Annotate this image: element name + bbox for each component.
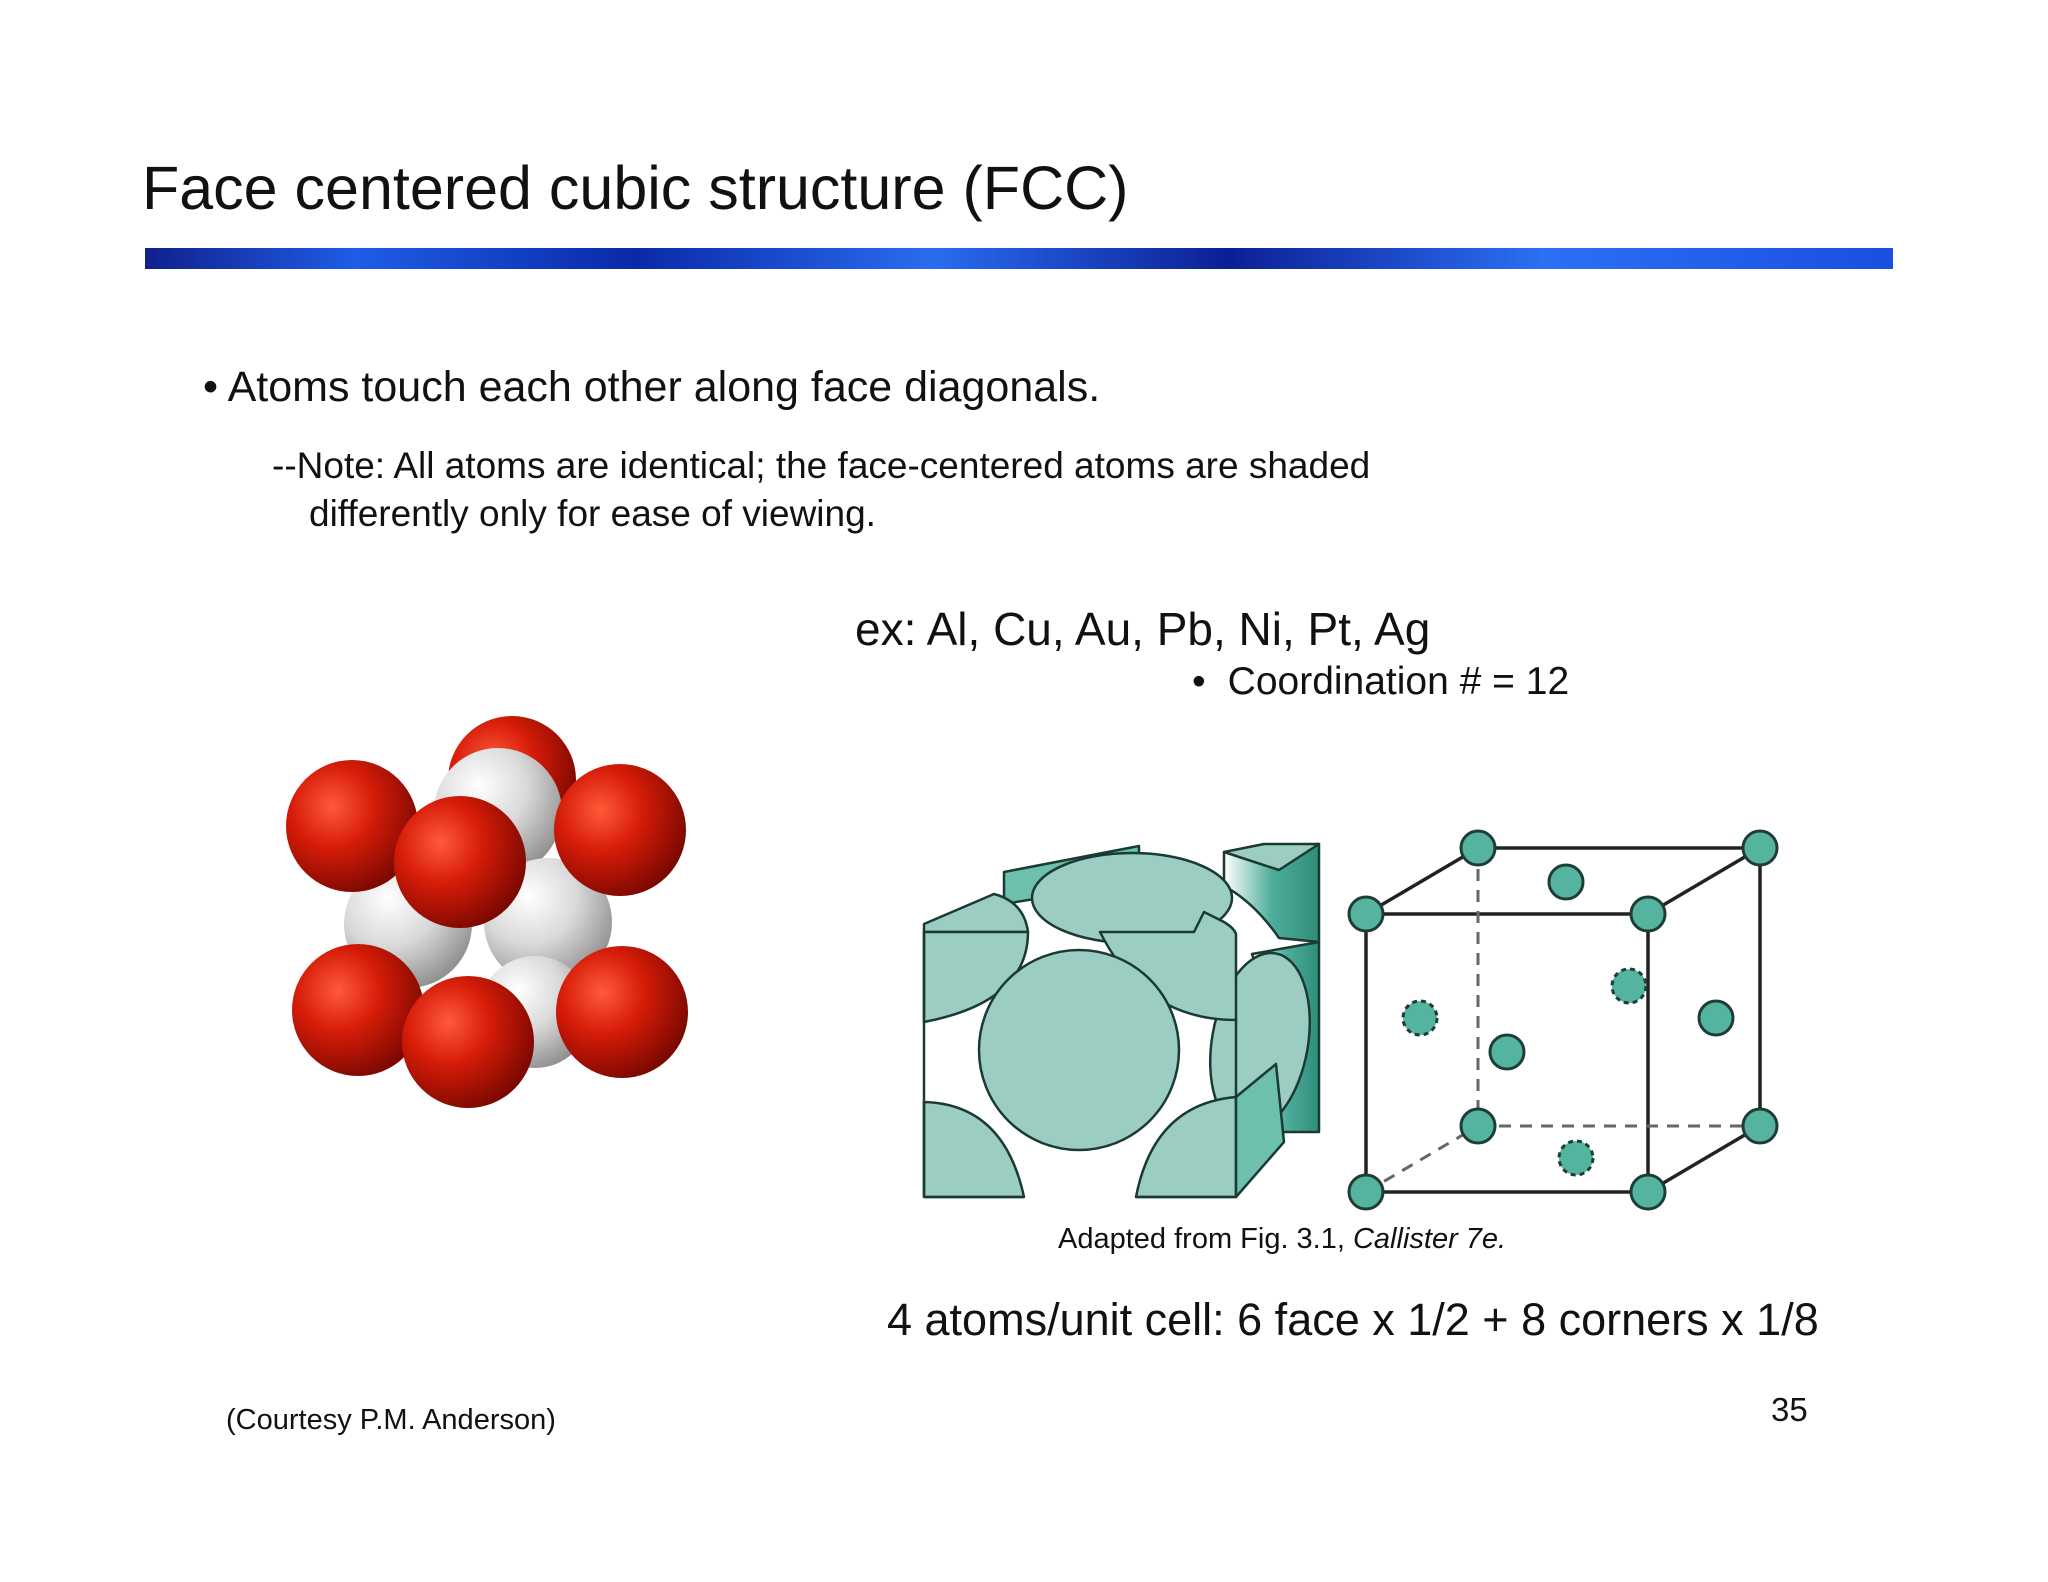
caption-source: Callister 7e. bbox=[1352, 1223, 1507, 1255]
corner-atom-dots bbox=[1347, 829, 1779, 1211]
courtesy-credit: (Courtesy P.M. Anderson) bbox=[226, 1404, 556, 1436]
face-atom-dots bbox=[1488, 863, 1735, 1071]
note-line-2: differently only for ease of viewing. bbox=[309, 493, 876, 534]
coordination-number: • Coordination # = 12 bbox=[1192, 662, 1569, 701]
fcc-ball-model-image bbox=[286, 716, 688, 1108]
coordination-text: Coordination # = 12 bbox=[1227, 660, 1570, 703]
examples-text: ex: Al, Cu, Au, Pb, Ni, Pt, Ag bbox=[855, 603, 1431, 655]
coordination-bullet: • bbox=[1192, 660, 1206, 703]
fcc-hard-sphere-model-image bbox=[922, 842, 1321, 1199]
slide-title: Face centered cubic structure (FCC) bbox=[142, 154, 1129, 222]
atoms-per-unit-cell: 4 atoms/unit cell: 6 face x 1/2 + 8 corn… bbox=[887, 1294, 1819, 1345]
figure-caption: Adapted from Fig. 3.1, Callister 7e. bbox=[1058, 1225, 1506, 1254]
hidden-face-atom-dots bbox=[1401, 967, 1648, 1177]
note-text: --Note: All atoms are identical; the fac… bbox=[272, 442, 1672, 538]
fcc-unit-cell-wireframe-image bbox=[1347, 829, 1779, 1211]
title-underline-bar bbox=[145, 248, 1893, 269]
bullet-face-diagonals: • Atoms touch each other along face diag… bbox=[203, 363, 1101, 411]
caption-prefix: Adapted from Fig. 3.1, bbox=[1058, 1223, 1353, 1255]
corner-atoms bbox=[286, 760, 688, 1108]
page-number: 35 bbox=[1771, 1391, 1808, 1428]
note-line-1: --Note: All atoms are identical; the fac… bbox=[272, 445, 1371, 486]
